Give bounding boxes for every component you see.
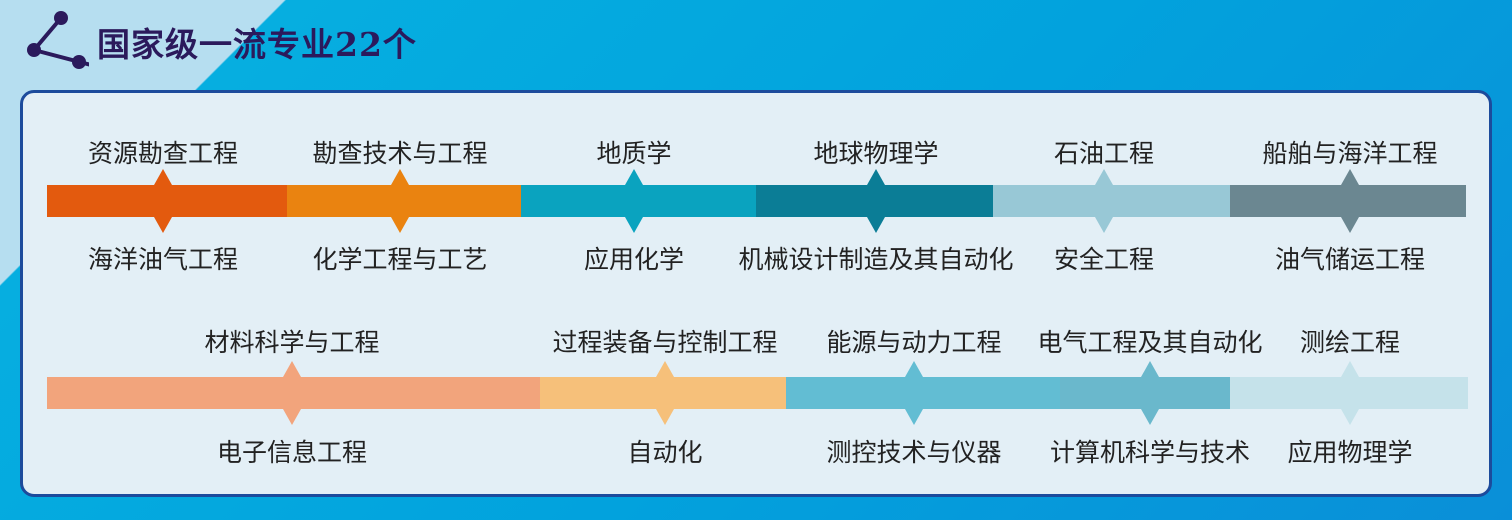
major-label-top: 勘查技术与工程 [312, 139, 488, 168]
timeline-segment [786, 377, 1060, 409]
arrow-down-icon [154, 217, 172, 233]
major-label-top: 过程装备与控制工程 [552, 328, 778, 357]
arrow-down-icon [391, 217, 409, 233]
major-label-bottom: 测控技术与仪器 [826, 438, 1002, 467]
arrow-down-icon [905, 409, 923, 425]
timeline-segment [540, 377, 786, 409]
arrow-up-icon [1341, 169, 1359, 185]
major-label-top: 地质学 [596, 139, 672, 168]
major-label-bottom: 自动化 [627, 438, 703, 467]
major-label-top: 电气工程及其自动化 [1037, 328, 1263, 357]
major-label-top: 地球物理学 [813, 139, 939, 168]
major-label-bottom: 计算机科学与技术 [1049, 438, 1251, 467]
timeline-segment [756, 185, 993, 217]
major-label-top: 能源与动力工程 [826, 328, 1002, 357]
timeline-segment [993, 185, 1230, 217]
share-nodes-icon [27, 11, 89, 69]
arrow-down-icon [867, 217, 885, 233]
major-label-bottom: 安全工程 [1053, 245, 1155, 274]
major-label-bottom: 电子信息工程 [216, 438, 368, 467]
timeline-segment [287, 185, 521, 217]
timeline-segment [1230, 185, 1466, 217]
page-title: 国家级一流专业22个 [97, 25, 417, 64]
arrow-down-icon [1341, 217, 1359, 233]
arrow-up-icon [283, 361, 301, 377]
arrow-up-icon [905, 361, 923, 377]
arrow-up-icon [1341, 361, 1359, 377]
arrow-down-icon [283, 409, 301, 425]
timeline-segment [47, 377, 540, 409]
major-label-bottom: 应用化学 [583, 245, 685, 274]
arrow-up-icon [154, 169, 172, 185]
timeline-segment [47, 185, 287, 217]
timeline-segment [521, 185, 756, 217]
arrow-up-icon [1141, 361, 1159, 377]
timeline-segment [1230, 377, 1468, 409]
major-label-bottom: 机械设计制造及其自动化 [738, 245, 1014, 274]
major-label-top: 石油工程 [1053, 139, 1155, 168]
majors-panel [20, 90, 1492, 497]
major-label-bottom: 化学工程与工艺 [312, 245, 488, 274]
arrow-up-icon [656, 361, 674, 377]
arrow-up-icon [391, 169, 409, 185]
arrow-down-icon [1341, 409, 1359, 425]
major-label-bottom: 油气储运工程 [1274, 245, 1426, 274]
major-label-bottom: 应用物理学 [1287, 438, 1413, 467]
major-label-bottom: 海洋油气工程 [87, 245, 239, 274]
arrow-down-icon [1141, 409, 1159, 425]
arrow-up-icon [867, 169, 885, 185]
timeline-segment [1060, 377, 1230, 409]
arrow-up-icon [1095, 169, 1113, 185]
arrow-up-icon [625, 169, 643, 185]
major-label-top: 材料科学与工程 [204, 328, 380, 357]
major-label-top: 船舶与海洋工程 [1262, 139, 1438, 168]
arrow-down-icon [1095, 217, 1113, 233]
arrow-down-icon [625, 217, 643, 233]
major-label-top: 资源勘查工程 [87, 139, 239, 168]
arrow-down-icon [656, 409, 674, 425]
major-label-top: 测绘工程 [1299, 328, 1401, 357]
